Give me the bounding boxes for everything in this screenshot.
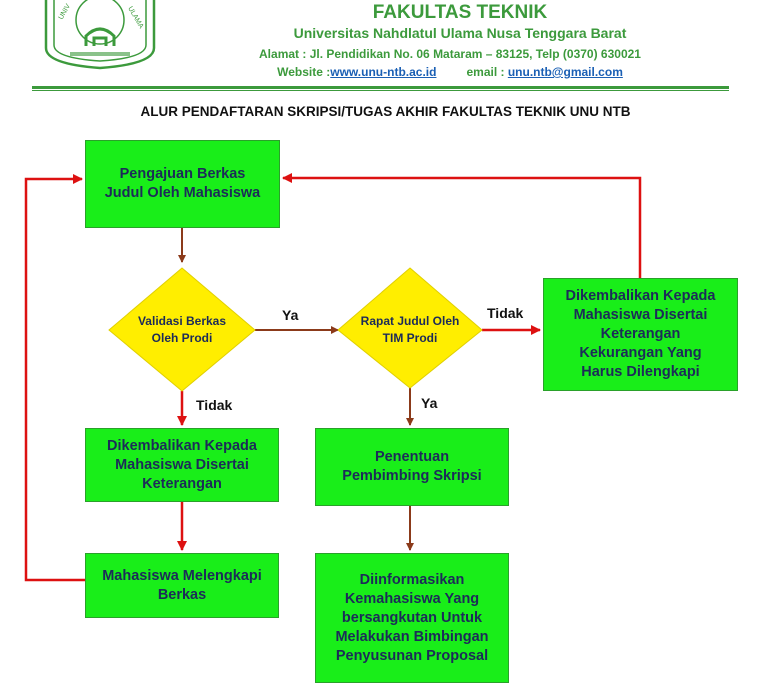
arrow-complete-loop: [24, 174, 85, 582]
node-inform: Diinformasikan Kemahasiswa Yang bersangk…: [315, 553, 509, 683]
address: Alamat : Jl. Pendidikan No. 06 Mataram –…: [259, 47, 641, 61]
website-label: Website :: [277, 65, 331, 79]
edge-label-validate-yes: Ya: [282, 307, 299, 323]
email-label: email :: [466, 65, 508, 79]
node-meeting-label: Rapat Judul Oleh TIM Prodi: [360, 314, 460, 345]
header-rule: [32, 86, 729, 89]
university-name: Universitas Nahdlatul Ulama Nusa Tenggar…: [293, 25, 627, 41]
node-returned-meeting: Dikembalikan Kepada Mahasiswa Disertai K…: [543, 278, 738, 391]
faculty-name: FAKULTAS TEKNIK: [372, 2, 548, 23]
decision-meeting-diamond: [337, 267, 483, 389]
website-link[interactable]: www.unu-ntb.ac.id: [330, 65, 437, 79]
node-submit: Pengajuan Berkas Judul Oleh Mahasiswa: [85, 140, 280, 228]
arrow-returned-loop: [282, 173, 642, 278]
diagram-title: ALUR PENDAFTARAN SKRIPSI/TUGAS AKHIR FAK…: [140, 104, 631, 119]
node-supervisor: Penentuan Pembimbing Skripsi: [315, 428, 509, 506]
email-link[interactable]: unu.ntb@gmail.com: [507, 65, 623, 79]
edge-label-validate-no: Tidak: [196, 397, 233, 413]
node-complete: Mahasiswa Melengkapi Berkas: [85, 553, 279, 618]
node-validate-label: Validasi Berkas Oleh Prodi: [137, 314, 227, 345]
contact-row: Website :www.unu-ntb.ac.id email : unu.nt…: [210, 65, 690, 79]
node-returned-validate: Dikembalikan Kepada Mahasiswa Disertai K…: [85, 428, 279, 502]
decision-validate-diamond: [108, 267, 256, 392]
header-rule-thin: [32, 90, 729, 91]
edge-label-meeting-no: Tidak: [487, 305, 524, 321]
edge-label-meeting-yes: Ya: [421, 395, 438, 411]
